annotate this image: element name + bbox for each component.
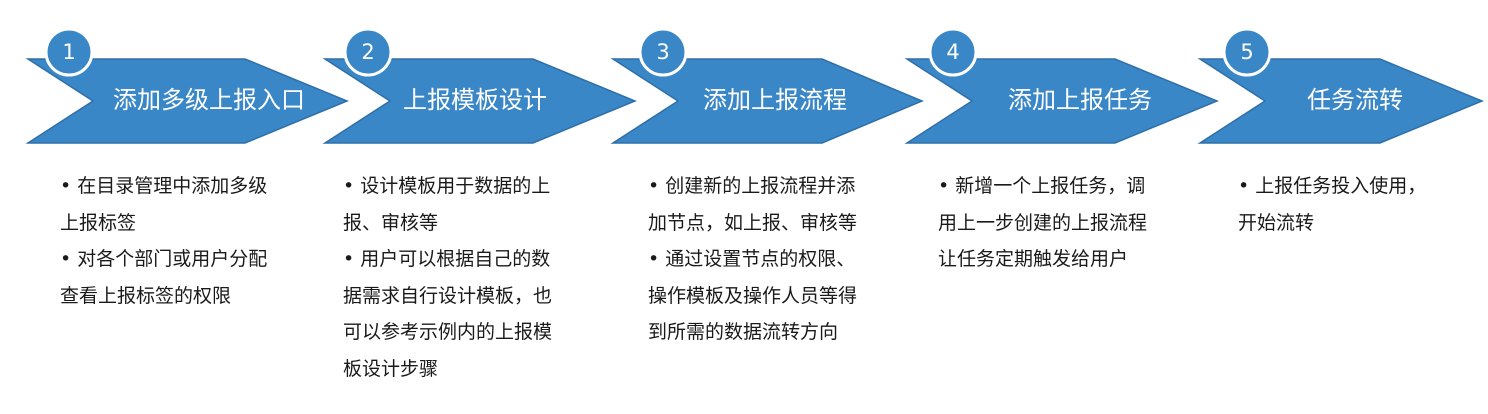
step-5-number-circle (1222, 27, 1272, 77)
step-5-desc-line: • 上报任务投入使用， (1238, 175, 1427, 197)
step-2-desc-line: 报、审核等 (343, 211, 439, 234)
step-5-title: 任务流转 (1307, 86, 1403, 114)
step-1-title: 添加多级上报入口 (113, 86, 305, 114)
step-4-desc-line: • 新增一个上报任务，调 (938, 175, 1146, 197)
step-3-desc-line: 加节点，如上报、审核等 (648, 211, 858, 234)
step-2-title: 上报模板设计 (403, 86, 547, 114)
step-1-description: • 在目录管理中添加多级 上报标签 • 对各个部门或用户分配 查看上报标签的权限 (60, 168, 267, 314)
step-1-chevron (25, 58, 349, 144)
step-3-number-circle (638, 27, 688, 77)
step-4-number: 4 (946, 40, 960, 64)
step-1-desc-line: • 对各个部门或用户分配 (60, 248, 268, 270)
step-4-desc-line: 让任务定期触发给用户 (938, 248, 1129, 270)
step-5-number: 5 (1240, 40, 1254, 64)
step-3-title: 添加上报流程 (703, 86, 847, 114)
step-2-number-circle (343, 27, 393, 77)
step-1-number: 1 (62, 40, 76, 64)
step-2-description: • 设计模板用于数据的上 报、审核等 • 用户可以根据自己的数 据需求自行设计模… (343, 168, 552, 387)
step-4-number-circle (928, 27, 978, 77)
step-3-desc-line: • 通过设置节点的权限、 (648, 248, 856, 270)
step-5-chevron (1197, 58, 1484, 144)
step-3-number: 3 (656, 40, 670, 64)
step-3-desc-line: • 创建新的上报流程并添 (648, 175, 856, 197)
step-1-desc-line: 上报标签 (60, 211, 137, 234)
step-2-desc-line: 可以参考示例内的上报模 (343, 321, 553, 343)
step-3-description: • 创建新的上报流程并添 加节点，如上报、审核等 • 通过设置节点的权限、 操作… (648, 168, 857, 351)
step-3-chevron (610, 58, 924, 144)
step-3-desc-line: 到所需的数据流转方向 (648, 321, 839, 343)
step-2-desc-line: • 设计模板用于数据的上 (343, 175, 551, 197)
step-5-description: • 上报任务投入使用， 开始流转 (1238, 168, 1426, 241)
step-1-number-circle (44, 27, 94, 77)
step-4-description: • 新增一个上报任务，调 用上一步创建的上报流程 让任务定期触发给用户 (938, 168, 1147, 278)
step-1-desc-line: • 在目录管理中添加多级 (60, 175, 268, 197)
step-3-desc-line: 操作模板及操作人员等得 (648, 284, 858, 307)
step-2-desc-line: 板设计步骤 (343, 357, 439, 380)
step-5-desc-line: 开始流转 (1238, 211, 1315, 234)
step-2-chevron (322, 58, 637, 144)
step-4-title: 添加上报任务 (1008, 86, 1152, 114)
step-2-number: 2 (361, 40, 375, 64)
step-2-desc-line: • 用户可以根据自己的数 (343, 248, 551, 270)
step-4-chevron (904, 58, 1219, 144)
step-2-desc-line: 据需求自行设计模板，也 (343, 284, 553, 307)
step-1-desc-line: 查看上报标签的权限 (60, 284, 232, 307)
step-4-desc-line: 用上一步创建的上报流程 (938, 211, 1148, 234)
